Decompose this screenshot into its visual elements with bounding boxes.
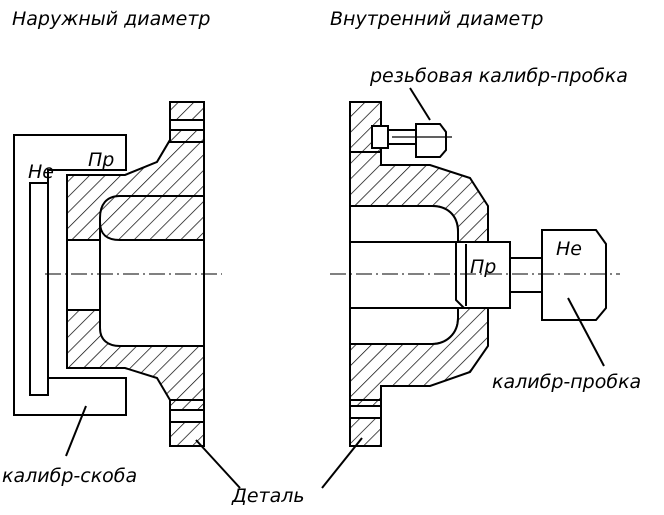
- part-right-flange-hole: [349, 405, 382, 419]
- part-leader-right: [321, 437, 363, 489]
- part-right-flange-bottom-b: [349, 417, 382, 447]
- part-left-bore: [67, 239, 101, 311]
- snap-gauge-no-go-label: Не: [28, 161, 54, 183]
- threaded-plug-gauge-handle: [415, 123, 447, 158]
- snap-gauge-jaw: [29, 182, 49, 396]
- snap-gauge-label: калибр-скоба: [2, 465, 137, 487]
- plug-gauge: [455, 229, 607, 321]
- plug-gauge-handle: [509, 257, 543, 293]
- plug-gauge-leader: [567, 297, 605, 367]
- part-left-flange-hole-bottom: [169, 409, 205, 423]
- plug-gauge-no-go-end: [541, 229, 607, 321]
- outer-diameter-title: Наружный диаметр: [12, 8, 210, 30]
- snap-gauge-leader: [65, 405, 87, 457]
- threaded-plug-gauge-leader: [409, 87, 431, 121]
- part-left-lower-hatch: [66, 309, 205, 401]
- threaded-plug-gauge-label: резьбовая калибр-пробка: [369, 65, 628, 87]
- inner-diameter-title: Внутренний диаметр: [330, 8, 543, 30]
- snap-gauge: [13, 134, 127, 416]
- part-right-cavity-bottom: [349, 307, 459, 345]
- plug-gauge-go-end: [455, 241, 511, 309]
- snap-gauge-body: [13, 134, 127, 416]
- part-left-flange-top-b: [169, 129, 205, 143]
- snap-gauge-go-label: Пр: [88, 149, 114, 171]
- part-leader-left: [195, 439, 241, 489]
- threaded-plug-gauge: [371, 123, 452, 158]
- plug-gauge-no-go-label: Не: [556, 238, 582, 260]
- part-label: Деталь: [231, 485, 305, 507]
- part-right-cavity-top: [349, 205, 459, 243]
- part-left-flange-bottom-a: [169, 399, 205, 411]
- part-left-flange-top-a: [169, 101, 205, 121]
- plug-gauge-go-label: Пр: [470, 256, 496, 278]
- threaded-plug-gauge-tip: [371, 125, 389, 149]
- part-left-flange-hole-top: [169, 119, 205, 131]
- part-right: [349, 101, 489, 447]
- part-right-lower-hatch: [349, 307, 489, 401]
- plug-gauge-label: калибр-пробка: [492, 371, 641, 393]
